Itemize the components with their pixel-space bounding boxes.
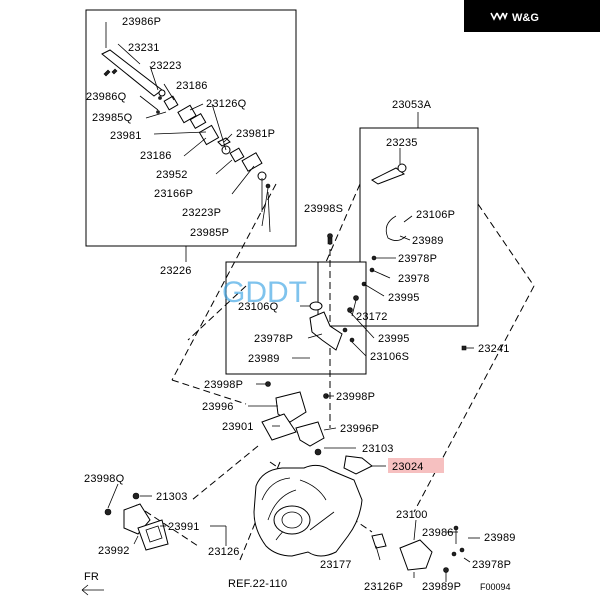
label-23992: 23992: [98, 545, 130, 557]
label-23998P-a: 23998P: [204, 379, 243, 391]
label-23998P-b: 23998P: [336, 391, 375, 403]
label-23985P: 23985P: [190, 227, 229, 239]
front-arrow-icon: FR: [81, 571, 104, 596]
label-23989P: 23989P: [422, 581, 461, 593]
label-23978: 23978: [398, 273, 430, 285]
label-23223: 23223: [150, 60, 182, 72]
subassembly-box-23226: [85, 9, 297, 247]
right-box-parts: [309, 163, 407, 351]
label-23106S: 23106S: [370, 351, 409, 363]
label-23172: 23172: [356, 311, 388, 323]
subassembly-box-center: [225, 261, 367, 375]
label-23053A: 23053A: [392, 99, 432, 111]
label-23126Q: 23126Q: [206, 98, 247, 110]
label-23978P-b: 23978P: [254, 333, 293, 345]
label-23024: 23024: [392, 461, 424, 473]
lower-right-parts: [371, 525, 465, 573]
label-fr: FR: [84, 571, 99, 583]
label-23126: 23126: [208, 546, 240, 558]
label-23998Q: 23998Q: [84, 473, 125, 485]
label-23989-c: 23989: [484, 532, 516, 544]
brand-logo-icon: [490, 12, 508, 21]
transmission-case: [253, 464, 363, 557]
label-23231: 23231: [128, 42, 160, 54]
label-23177: 23177: [320, 559, 352, 571]
label-23952: 23952: [156, 169, 188, 181]
label-23998S: 23998S: [304, 203, 343, 215]
brand-badge: W&G: [464, 0, 600, 32]
label-23995-a: 23995: [388, 292, 420, 304]
label-23996: 23996: [202, 401, 234, 413]
label-23981: 23981: [110, 130, 142, 142]
label-23241: 23241: [478, 343, 510, 355]
label-23996P: 23996P: [340, 423, 379, 435]
label-23103: 23103: [362, 443, 394, 455]
label-23981P: 23981P: [236, 128, 275, 140]
label-23989-b: 23989: [248, 353, 280, 365]
label-23186-a: 23186: [176, 80, 208, 92]
label-23978P-c: 23978P: [472, 559, 511, 571]
label-23166P: 23166P: [154, 188, 193, 200]
label-23986P: 23986P: [122, 16, 161, 28]
label-23989-a: 23989: [412, 235, 444, 247]
label-23995-b: 23995: [378, 333, 410, 345]
label-23226: 23226: [160, 265, 192, 277]
lower-left-parts: [104, 492, 169, 551]
label-23986Q: 23986Q: [86, 91, 127, 103]
label-23235: 23235: [386, 137, 418, 149]
gate-parts: [261, 233, 467, 475]
label-figure-code: F00094: [480, 582, 511, 592]
label-23991: 23991: [168, 521, 200, 533]
label-23126P: 23126P: [364, 581, 403, 593]
label-23106Q: 23106Q: [238, 301, 279, 313]
label-23985Q: 23985Q: [92, 112, 133, 124]
brand-badge-text: W&G: [512, 12, 539, 24]
label-23106P: 23106P: [416, 209, 455, 221]
label-21303: 21303: [156, 491, 188, 503]
label-23978P-a: 23978P: [398, 253, 437, 265]
label-23186-b: 23186: [140, 150, 172, 162]
label-23901: 23901: [222, 421, 254, 433]
label-23100: 23100: [396, 509, 428, 521]
label-ref-22-110: REF.22-110: [228, 578, 287, 590]
highlight-23024: [388, 458, 444, 473]
leader-lines: [105, 22, 480, 582]
watermark-text: GDDT: [222, 276, 307, 309]
label-23986: 23986: [422, 527, 454, 539]
label-23223P: 23223P: [182, 207, 221, 219]
